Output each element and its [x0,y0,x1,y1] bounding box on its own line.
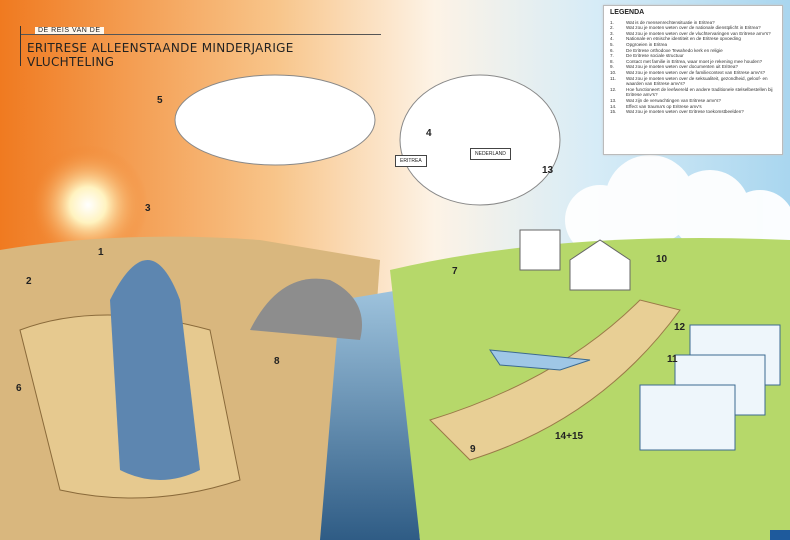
legend-item: 7. De Eritrese sociale structuur [610,53,776,59]
legend-item-number: 11. [610,75,617,81]
marker-6: 6 [16,383,22,394]
legend-item-text: Wat zou je moeten weten over documenten … [626,64,738,70]
legend-item-number: 5. [610,41,614,47]
legend-item-text: Opgroeien in Eritrea [626,41,668,47]
title-subtitle: DE REIS VAN DE [35,27,104,34]
legend-item: 10. Wat zou je moeten weten over de famil… [610,70,776,76]
legend-item-text: Wat zou je moeten weten over de familiec… [626,69,766,75]
marker-7: 7 [452,266,458,277]
legend-item-number: 14. [610,103,617,109]
legend-item-number: 10. [610,69,617,75]
legend-item-number: 1. [610,19,614,25]
waterfall-wave [110,260,200,480]
marker-11: 11 [667,354,678,365]
legend-item: 4. Nationale en etnische identiteit en de… [610,36,776,42]
corner-logo [770,530,790,540]
legend-item-text: Wat is de mensenrechtensituatie in Eritr… [626,19,715,25]
legend-item-text: Wat zou je moeten weten over de seksuali… [626,75,768,87]
legend-item-text: Hoe functioneert de leefwereld en andere… [626,86,773,98]
legend-item-number: 9. [610,64,614,70]
marker-4: 4 [426,128,432,139]
chasm [320,290,420,540]
marker-5: 5 [157,95,163,106]
legend-item-number: 7. [610,53,614,59]
marker-9: 9 [470,444,476,455]
legend-item-text: De Eritrese sociale structuur [626,53,684,59]
legend-item: 2. Wat zou je moeten weten over de nation… [610,25,776,31]
houses [519,229,631,291]
legend-item: 1. Wat is de mensenrechtensituatie in Eri… [610,20,776,26]
legend-item-number: 4. [610,36,614,42]
thought-cloud-4 [399,74,561,206]
marker-14-15: 14+15 [555,431,584,442]
legend-item-text: Wat zou je moeten weten over de vluchter… [626,30,771,36]
puzzle-piece-eritrea: ERITREA [395,155,427,167]
sun [28,145,148,265]
marker-13: 13 [542,165,554,176]
legend-item-number: 12. [610,86,617,92]
legend-list: 1. Wat is de mensenrechtensituatie in Eri… [610,20,776,115]
marker-2: 2 [26,276,32,287]
legend-item: 13. Wat zijn de verwachtingen van Eritres… [610,98,776,104]
legend-item-number: 3. [610,30,614,36]
legend-item: 3. Wat zou je moeten weten over de vlucht… [610,31,776,37]
legend-item: 9. Wat zou je moeten weten over documente… [610,64,776,70]
rock-pile [250,278,362,340]
legend-item-text: De Eritrese orthodoxe Tewahedo kerk en r… [626,47,723,53]
legend-heading: LEGENDA [610,9,645,16]
marker-8: 8 [274,356,280,367]
legend-item: 14. Effect van trauma's op Eritrese amv's [610,104,776,110]
thought-cloud-5 [174,74,376,166]
marker-10: 10 [656,254,668,265]
legend-item: 8. Contact met familie in Eritrea, waar m… [610,59,776,65]
legend-item: 12. Hoe functioneert de leefwereld en and… [610,87,776,98]
legend-item-number: 8. [610,58,614,64]
legend-item-number: 6. [610,47,614,53]
legend-item: 5. Opgroeien in Eritrea [610,42,776,48]
legend-item-text: Wat zou je moeten weten over Eritrese to… [626,109,744,115]
title-main: ERITRESE ALLEENSTAANDE MINDERJARIGE VLUC… [27,41,294,69]
marker-12: 12 [674,322,686,333]
legend-item-number: 15. [610,109,617,115]
legend-item: 15. Wat zou je moeten weten over Eritrese… [610,109,776,115]
legend-item-text: Wat zijn de verwachtingen van Eritrese a… [626,97,721,103]
legend-item-text: Effect van trauma's op Eritrese amv's [626,103,702,109]
path [429,299,681,461]
puzzle-piece-nederland: NEDERLAND [470,148,511,160]
title-rule [21,34,381,35]
legend-item: 6. De Eritrese orthodoxe Tewahedo kerk en… [610,48,776,54]
legend-item-text: Nationale en etnische identiteit en de E… [626,36,741,42]
legend-item-text: Wat zou je moeten weten over de national… [626,25,761,31]
marker-3: 3 [145,203,151,214]
legend-item-number: 13. [610,97,617,103]
poster-title: DE REIS VAN DE ERITRESE ALLEENSTAANDE MI… [20,26,381,69]
screens [639,324,781,451]
legend-item-number: 2. [610,25,614,31]
airplane [488,349,591,371]
marker-1: 1 [98,247,104,258]
legend: LEGENDA 1. Wat is de mensenrechtensituati… [603,5,783,155]
legend-item-text: Contact met familie in Eritrea, waar moe… [626,58,763,64]
legend-item: 11. Wat zou je moeten weten over de seksu… [610,76,776,87]
